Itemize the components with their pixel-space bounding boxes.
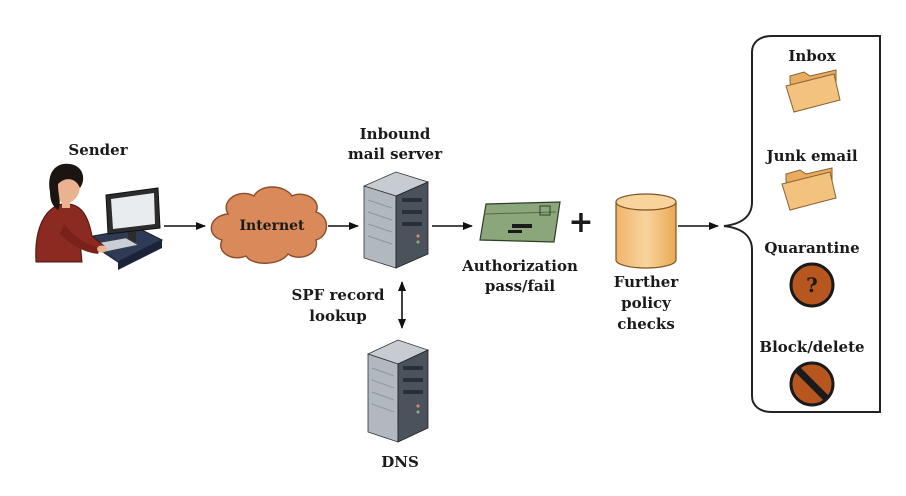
authorization-label-line1: Authorization xyxy=(462,257,578,275)
policy-checks-label-line2: policy xyxy=(621,294,671,312)
database-icon xyxy=(615,193,677,269)
dns-label: DNS xyxy=(381,453,419,471)
authorization-label-line2: pass/fail xyxy=(484,277,556,295)
folder-icon xyxy=(781,167,837,211)
quarantine-label: Quarantine xyxy=(764,239,860,257)
block-delete-label: Block/delete xyxy=(759,338,865,356)
spf-lookup-label-line2: lookup xyxy=(309,307,367,325)
spf-lookup-label-line1: SPF record xyxy=(291,286,385,304)
policy-checks-label-line3: checks xyxy=(617,315,675,333)
prohibited-icon xyxy=(789,361,835,407)
plus-sign: + xyxy=(568,205,594,240)
person-at-computer-icon xyxy=(35,163,164,270)
server-icon xyxy=(366,339,430,443)
sender-label: Sender xyxy=(68,141,128,159)
inbound-server-label-line1: Inbound xyxy=(359,125,431,143)
outcomes-bracket xyxy=(723,35,881,413)
question-icon xyxy=(789,262,835,308)
envelope-icon xyxy=(479,201,561,243)
inbox-label: Inbox xyxy=(788,47,836,65)
folder-icon xyxy=(785,69,841,113)
quarantine-question-mark: ? xyxy=(806,273,818,297)
server-icon xyxy=(362,171,430,269)
inbound-server-label-line2: mail server xyxy=(347,145,443,163)
internet-label: Internet xyxy=(239,218,305,234)
cloud-icon xyxy=(210,186,328,264)
junk-email-label: Junk email xyxy=(766,147,858,165)
policy-checks-label-line1: Further xyxy=(613,273,679,291)
